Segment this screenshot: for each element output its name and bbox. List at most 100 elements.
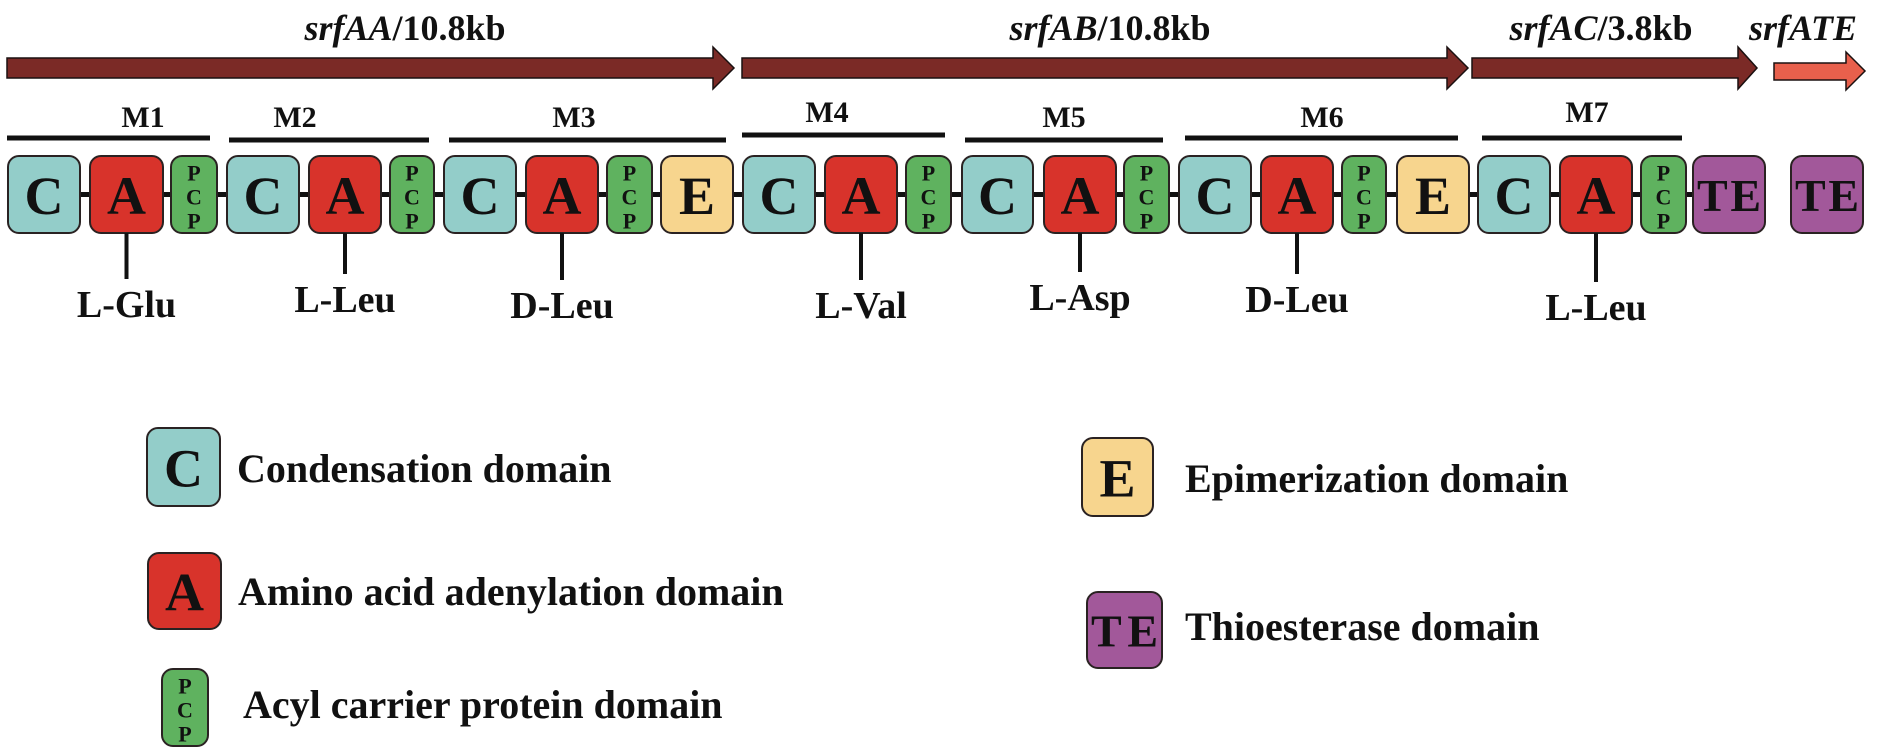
module-label: M7 [1565,96,1608,129]
domain-letter: A [165,562,204,622]
domain-letter: A [543,166,582,226]
gene-label-srfac: srfAC/3.8kb [1508,8,1692,48]
legend-swatch-te: TE [1086,591,1163,669]
domain-letter: C [1495,166,1534,226]
domain-a: A [824,155,898,234]
legend-swatch-a: A [147,552,222,630]
domain-box [170,155,218,234]
domain-e: E [660,155,734,234]
legend: Condensation domain Amino acid adenylati… [146,427,1568,747]
domain-c: C [7,155,81,234]
domain-letter: P [405,209,418,234]
gene-labels: srfAA/10.8kb srfAB/10.8kb srfAC/3.8kb sr… [303,8,1857,48]
module-label: M1 [121,101,164,134]
domain-box [146,427,221,507]
domain-box [1790,155,1864,234]
domain-letter: C [404,184,420,209]
domain-box [1123,155,1170,234]
domain-letter: P [1357,160,1370,185]
domain-letter: C [1139,184,1155,209]
domain-letter: P [405,160,418,185]
domain-box [443,155,517,234]
domain-c: C [961,155,1034,234]
legend-text-epimerization: Epimerization domain [1185,456,1568,501]
domain-box [660,155,734,234]
substrate-label-l-leu: L-Leu [294,279,395,321]
domain-letter: C [186,184,202,209]
module-label: M4 [805,96,848,129]
substrate-label-l-leu: L-Leu [1545,287,1646,329]
domain-pcp: PCP [389,155,435,234]
substrate-label-d-leu: D-Leu [1245,279,1348,321]
domain-letter: C [921,184,937,209]
gene-arrow-srfac [1471,45,1759,91]
substrate-label-d-leu: D-Leu [510,285,613,327]
domain-box [905,155,952,234]
domain-box [147,552,222,630]
domain-letter: A [1278,166,1317,226]
domain-letter: P [922,209,935,234]
module-brackets: M1 M2 M3 M4 M5 M6 M7 [7,96,1682,143]
domain-letter: C [177,697,193,722]
gene-arrow-srfaa [6,45,736,91]
domain-letter: A [842,166,881,226]
domain-letter: P [1140,160,1153,185]
domain-box [606,155,653,234]
domain-box [1692,155,1766,234]
legend-text-condensation: Condensation domain [237,446,612,491]
domain-box [1086,591,1163,669]
domain-letter: A [326,166,365,226]
domain-pcp: PCP [1640,155,1687,234]
domain-te: TE [1790,155,1864,234]
domain-letter: P [178,722,191,747]
domain-letter: P [1357,209,1370,234]
domain-letter: C [1356,184,1372,209]
domain-pcp: PCP [1341,155,1387,234]
domain-letter: P [1657,160,1670,185]
legend-swatch-pcp: PCP [161,668,209,747]
domain-c: C [742,155,816,234]
domain-letter: C [1656,184,1672,209]
domain-box [1477,155,1551,234]
domain-letter: C [760,166,799,226]
domain-letter: P [922,160,935,185]
domain-letter: P [623,209,636,234]
domain-letter: A [1577,166,1616,226]
domain-letter: A [1061,166,1100,226]
gene-arrows [6,45,1867,92]
domain-letter: P [187,209,200,234]
domain-letter: P [187,160,200,185]
domain-letter: P [623,160,636,185]
domain-pcp: PCP [606,155,653,234]
gene-label-srfate: srfATE [1748,8,1857,48]
domain-box [742,155,816,234]
domain-a: A [89,155,164,234]
domain-box [1081,437,1154,517]
domain-letter: E [1415,166,1451,226]
substrate-label-l-val: L-Val [815,285,907,327]
domain-te: TE [1692,155,1766,234]
domain-a: A [1043,155,1117,234]
gene-label-srfaa: srfAA/10.8kb [303,8,505,48]
domain-c: C [226,155,300,234]
domain-a: A [1559,155,1633,234]
domain-box [1396,155,1470,234]
domain-letter: A [107,166,146,226]
domain-box [1341,155,1387,234]
domain-box [389,155,435,234]
gene-label-srfab: srfAB/10.8kb [1008,8,1210,48]
domain-a: A [1260,155,1334,234]
domain-a: A [308,155,382,234]
substrate-label-l-glu: L-Glu [77,284,176,326]
domain-e: E [1396,155,1470,234]
domain-c: C [443,155,517,234]
domain-c: C [1477,155,1551,234]
domain-box [1640,155,1687,234]
gene-arrow-srfab [741,45,1470,91]
domain-letter: P [178,673,191,698]
domain-letter: C [25,166,64,226]
domain-letter: C [164,438,203,498]
